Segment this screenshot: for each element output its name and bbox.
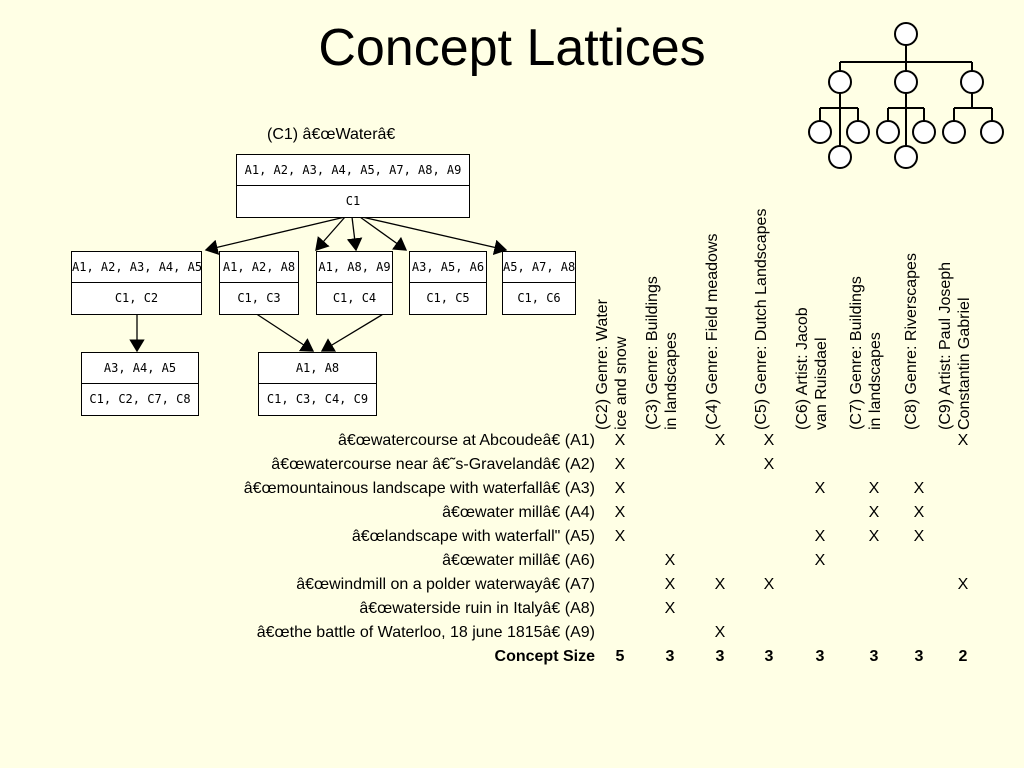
table-row-label: â€œwatercourse near â€˜s-Gravelandâ€ (A2… — [271, 456, 595, 473]
table-cell-mark: X — [814, 480, 826, 497]
node-concepts: C1, C4 — [332, 291, 377, 305]
table-cell-mark: X — [763, 456, 775, 473]
node-concepts: C1 — [345, 194, 361, 208]
table-cell-mark: X — [664, 576, 676, 593]
lattice-node-c1-c2: A1, A2, A3, A4, A5 C1, C2 — [71, 251, 202, 315]
node-concepts: C1, C2, C7, C8 — [89, 392, 191, 406]
node-concepts: C1, C3 — [237, 291, 281, 305]
table-cell-mark: X — [913, 504, 925, 521]
column-header: (C4) Genre: Field meadows — [703, 233, 721, 430]
table-row-label: â€œwindmill on a polder waterwayâ€ (A7) — [296, 576, 595, 593]
table-cell-mark: X — [957, 432, 969, 449]
column-header: (C5) Genre: Dutch Landscapes — [752, 208, 770, 430]
table-cell-mark: X — [714, 576, 726, 593]
table-cell-mark: X — [868, 504, 880, 521]
table-cell-mark: X — [614, 456, 626, 473]
lattice-node-c1-c2-c7-c8: A3, A4, A5 C1, C2, C7, C8 — [81, 352, 199, 416]
table-cell-mark: X — [614, 528, 626, 545]
lattice-node-c1-c6: A5, A7, A8 C1, C6 — [502, 251, 576, 315]
table-cell-mark: X — [664, 600, 676, 617]
table-cell-mark: X — [714, 624, 726, 641]
node-objects: A1, A2, A3, A4, A5, A7, A8, A9 — [237, 155, 469, 186]
table-cell-mark: X — [868, 480, 880, 497]
node-concepts: C1, C5 — [426, 291, 470, 305]
lattice-node-c1-c4: A1, A8, A9 C1, C4 — [316, 251, 393, 315]
table-cell-mark: X — [664, 552, 676, 569]
lattice-node-c1-c3: A1, A2, A8 C1, C3 — [219, 251, 299, 315]
concept-size-value: 3 — [815, 648, 825, 665]
lattice-tree-icon — [808, 22, 1004, 169]
concept-size-value: 3 — [869, 648, 879, 665]
lattice-top-label: (C1) â€œWaterâ€ — [267, 126, 396, 143]
table-cell-mark: X — [763, 432, 775, 449]
concept-size-value: 3 — [715, 648, 725, 665]
concept-size-label: Concept Size — [494, 648, 595, 665]
node-objects: A1, A2, A3, A4, A5 — [72, 252, 202, 283]
concept-size-value: 3 — [914, 648, 924, 665]
table-row-label: â€œwatercourse at Abcoudeâ€ (A1) — [337, 432, 595, 449]
table-row-label: â€œwater millâ€ (A6) — [442, 552, 595, 569]
node-objects: A3, A4, A5 — [82, 353, 198, 384]
table-cell-mark: X — [868, 528, 880, 545]
lattice-node-c1: A1, A2, A3, A4, A5, A7, A8, A9 C1 — [236, 154, 470, 218]
table-cell-mark: X — [957, 576, 969, 593]
table-cell-mark: X — [814, 528, 826, 545]
column-header: (C7) Genre: Buildings in landscapes — [848, 276, 884, 430]
node-concepts: C1, C3, C4, C9 — [266, 392, 369, 406]
table-cell-mark: X — [814, 552, 826, 569]
lattice-node-c1-c5: A3, A5, A6 C1, C5 — [409, 251, 487, 315]
node-objects: A1, A2, A8 — [220, 252, 298, 283]
node-objects: A3, A5, A6 — [410, 252, 486, 283]
node-objects: A1, A8 — [259, 353, 376, 384]
column-header: (C2) Genre: Water ice and snow — [594, 299, 630, 430]
table-cell-mark: X — [913, 480, 925, 497]
table-cell-mark: X — [913, 528, 925, 545]
column-header: (C6) Artist: Jacob van Ruisdael — [794, 307, 830, 430]
column-header: (C8) Genre: Riverscapes — [902, 253, 920, 430]
concept-size-value: 3 — [764, 648, 774, 665]
concept-size-value: 3 — [665, 648, 675, 665]
concept-size-value: 2 — [958, 648, 968, 665]
table-row-label: â€œwater millâ€ (A4) — [442, 504, 595, 521]
slide-title: Concept Lattices — [318, 19, 706, 77]
table-cell-mark: X — [614, 480, 626, 497]
lattice-node-c1-c3-c4-c9: A1, A8 C1, C3, C4, C9 — [258, 352, 377, 416]
node-concepts: C1, C6 — [517, 291, 561, 305]
table-cell-mark: X — [614, 504, 626, 521]
table-row-label: â€œmountainous landscape with waterfallâ… — [243, 480, 595, 497]
table-row-label: â€œwaterside ruin in Italyâ€ (A8) — [359, 600, 595, 617]
table-cell-mark: X — [763, 576, 775, 593]
table-row-label: â€œthe battle of Waterloo, 18 june 1815â… — [256, 624, 595, 641]
node-objects: A1, A8, A9 — [317, 252, 392, 283]
concept-size-value: 5 — [615, 648, 625, 665]
table-row-label: â€œlandscape with waterfall" (A5) — [351, 528, 595, 545]
node-objects: A5, A7, A8 — [503, 252, 575, 283]
node-concepts: C1, C2 — [114, 291, 159, 305]
column-header: (C3) Genre: Buildings in landscapes — [644, 276, 680, 430]
column-header: (C9) Artist: Paul Joseph Constantin Gabr… — [937, 261, 973, 430]
table-cell-mark: X — [614, 432, 626, 449]
table-cell-mark: X — [714, 432, 726, 449]
